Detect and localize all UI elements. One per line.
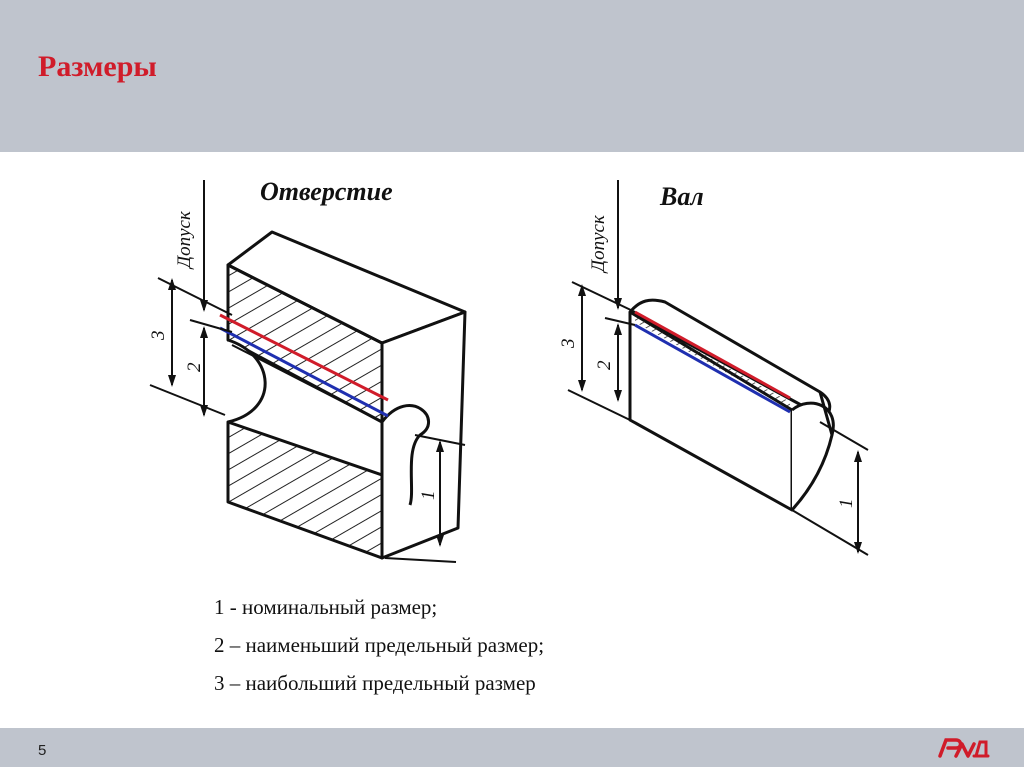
slide-title: Размеры: [38, 50, 157, 83]
shaft-caption: Вал: [659, 182, 704, 211]
tolerance-diagram: Отверстие Допуск 3 2 1 Вал Допуск 3 2 1: [148, 177, 869, 563]
shaft-dim-2: 2: [594, 360, 615, 370]
hole-drawing: [226, 230, 467, 560]
legend-item: 2 – наименьший предельный размер;: [214, 633, 545, 657]
shaft-lower-limit-line: [634, 323, 791, 414]
hole-arrows: [168, 278, 444, 547]
shaft-tolerance-label: Допуск: [588, 214, 609, 274]
shaft-dim-1: 1: [836, 499, 857, 509]
hole-caption: Отверстие: [260, 177, 393, 206]
hole-upper-limit-line: [219, 313, 389, 402]
legend-item: 3 – наибольший предельный размер: [214, 671, 536, 695]
header-band: [0, 0, 1024, 152]
shaft-arrows: [578, 284, 862, 554]
hole-dim-1: 1: [418, 491, 439, 501]
page-number: 5: [38, 742, 47, 759]
hole-lower-limit-line: [219, 326, 389, 418]
footer-band: [0, 728, 1024, 767]
shaft-dim-3: 3: [558, 339, 579, 350]
hole-dim-3: 3: [148, 331, 169, 342]
hole-tolerance-label: Допуск: [174, 210, 195, 270]
legend-item: 1 - номинальный размер;: [214, 595, 438, 619]
legend: 1 - номинальный размер; 2 – наименьший п…: [214, 588, 544, 702]
hole-dim-2: 2: [184, 362, 205, 372]
shaft-upper-limit-line: [634, 310, 791, 400]
rzd-logo: [938, 738, 990, 758]
